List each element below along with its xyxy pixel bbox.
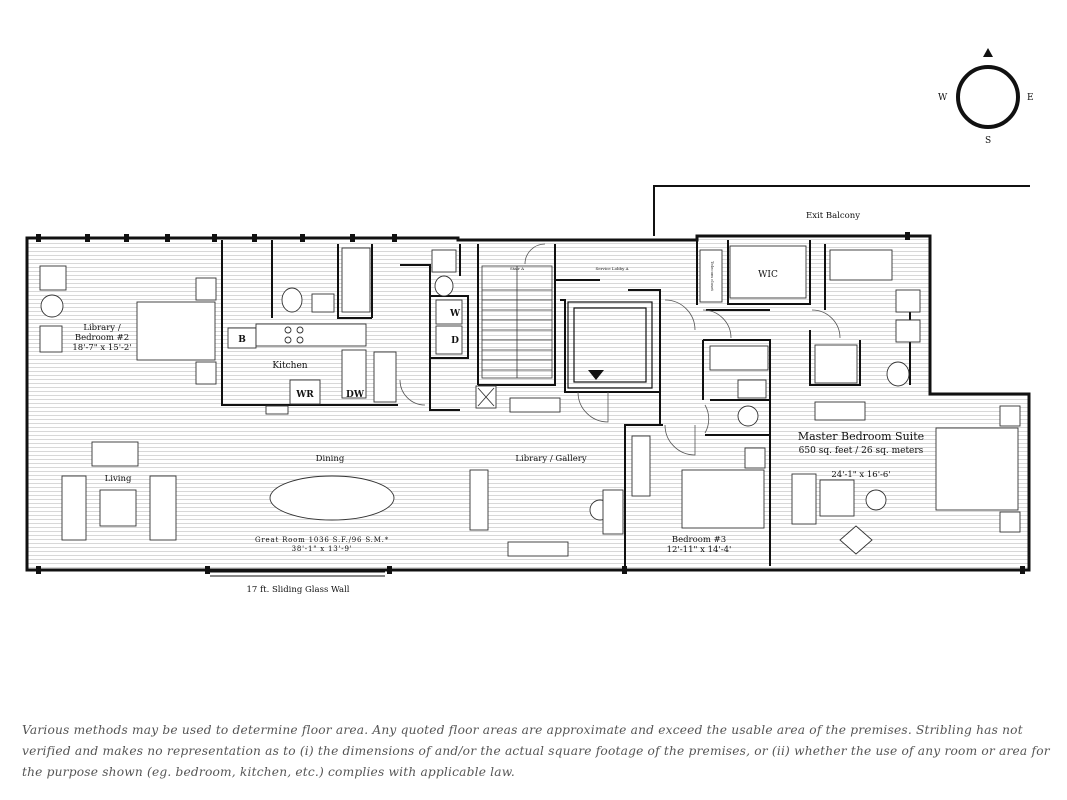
interior-walls [221, 240, 911, 566]
bed-master [935, 427, 1019, 511]
coffee-table [91, 441, 139, 467]
compass: W E S [938, 48, 1034, 146]
telecom-label: Telecom closet [710, 261, 715, 291]
exit-balcony-label: Exit Balcony [806, 211, 860, 221]
sofa-left [61, 475, 87, 541]
washer-label: W [449, 309, 461, 319]
stair-a [481, 265, 553, 379]
dining-table [269, 475, 395, 521]
floor-plan: W E S [25, 48, 1034, 595]
compass-west-label: W [938, 93, 948, 103]
library-bedroom2-dims: 18'-7" x 15'-2' [72, 343, 131, 353]
service-lobby-label: Service Lobby A [595, 266, 628, 271]
compass-south-label: S [985, 136, 991, 146]
great-room-label: Great Room 1036 S.F./96 S.M.* [255, 536, 389, 544]
bed-library [136, 301, 216, 361]
kitchen-label: Kitchen [272, 361, 307, 371]
wr-label: WR [295, 390, 314, 400]
wic-label: WIC [758, 270, 778, 280]
sliding-glass-wall-label: 17 ft. Sliding Glass Wall [246, 585, 349, 595]
compass-ring [956, 65, 1020, 129]
dw-label: DW [346, 390, 365, 400]
library-bedroom2-label-2: Bedroom #2 [75, 333, 129, 343]
sofa-right [149, 475, 177, 541]
room-labels: Library / Bedroom #2 18'-7" x 15'-2' Kit… [72, 211, 924, 595]
dryer-label: D [451, 336, 459, 346]
exterior-walls [25, 185, 1031, 577]
living-label: Living [105, 474, 132, 484]
stair-label: Stair A [510, 266, 524, 271]
library-gallery-label: Library / Gallery [515, 454, 586, 464]
great-room-dims: 38'-1" x 13'-9' [292, 545, 353, 553]
door-swings [399, 243, 841, 456]
north-arrow-icon [983, 48, 993, 57]
master-suite-area: 650 sq. feet / 26 sq. meters [799, 446, 924, 456]
dining-label: Dining [316, 454, 345, 464]
window-mullions [36, 232, 1025, 574]
library-bedroom2-label: Library / [83, 323, 121, 333]
elevator [567, 301, 653, 389]
compass-east-label: E [1027, 93, 1034, 103]
furniture [39, 245, 1021, 557]
disclaimer-text: Various methods may be used to determine… [22, 723, 1050, 779]
bed-bedroom3 [681, 469, 765, 529]
bedroom3-label: Bedroom #3 [672, 535, 726, 545]
b-label: B [238, 335, 246, 345]
bedroom3-dims: 12'-11" x 14'-4' [667, 545, 732, 555]
master-suite-dims: 24'-1" x 16'-6' [831, 470, 890, 480]
entry-arrow-icon [588, 370, 604, 380]
master-suite-label: Master Bedroom Suite [798, 430, 924, 443]
rug-living [99, 489, 137, 527]
